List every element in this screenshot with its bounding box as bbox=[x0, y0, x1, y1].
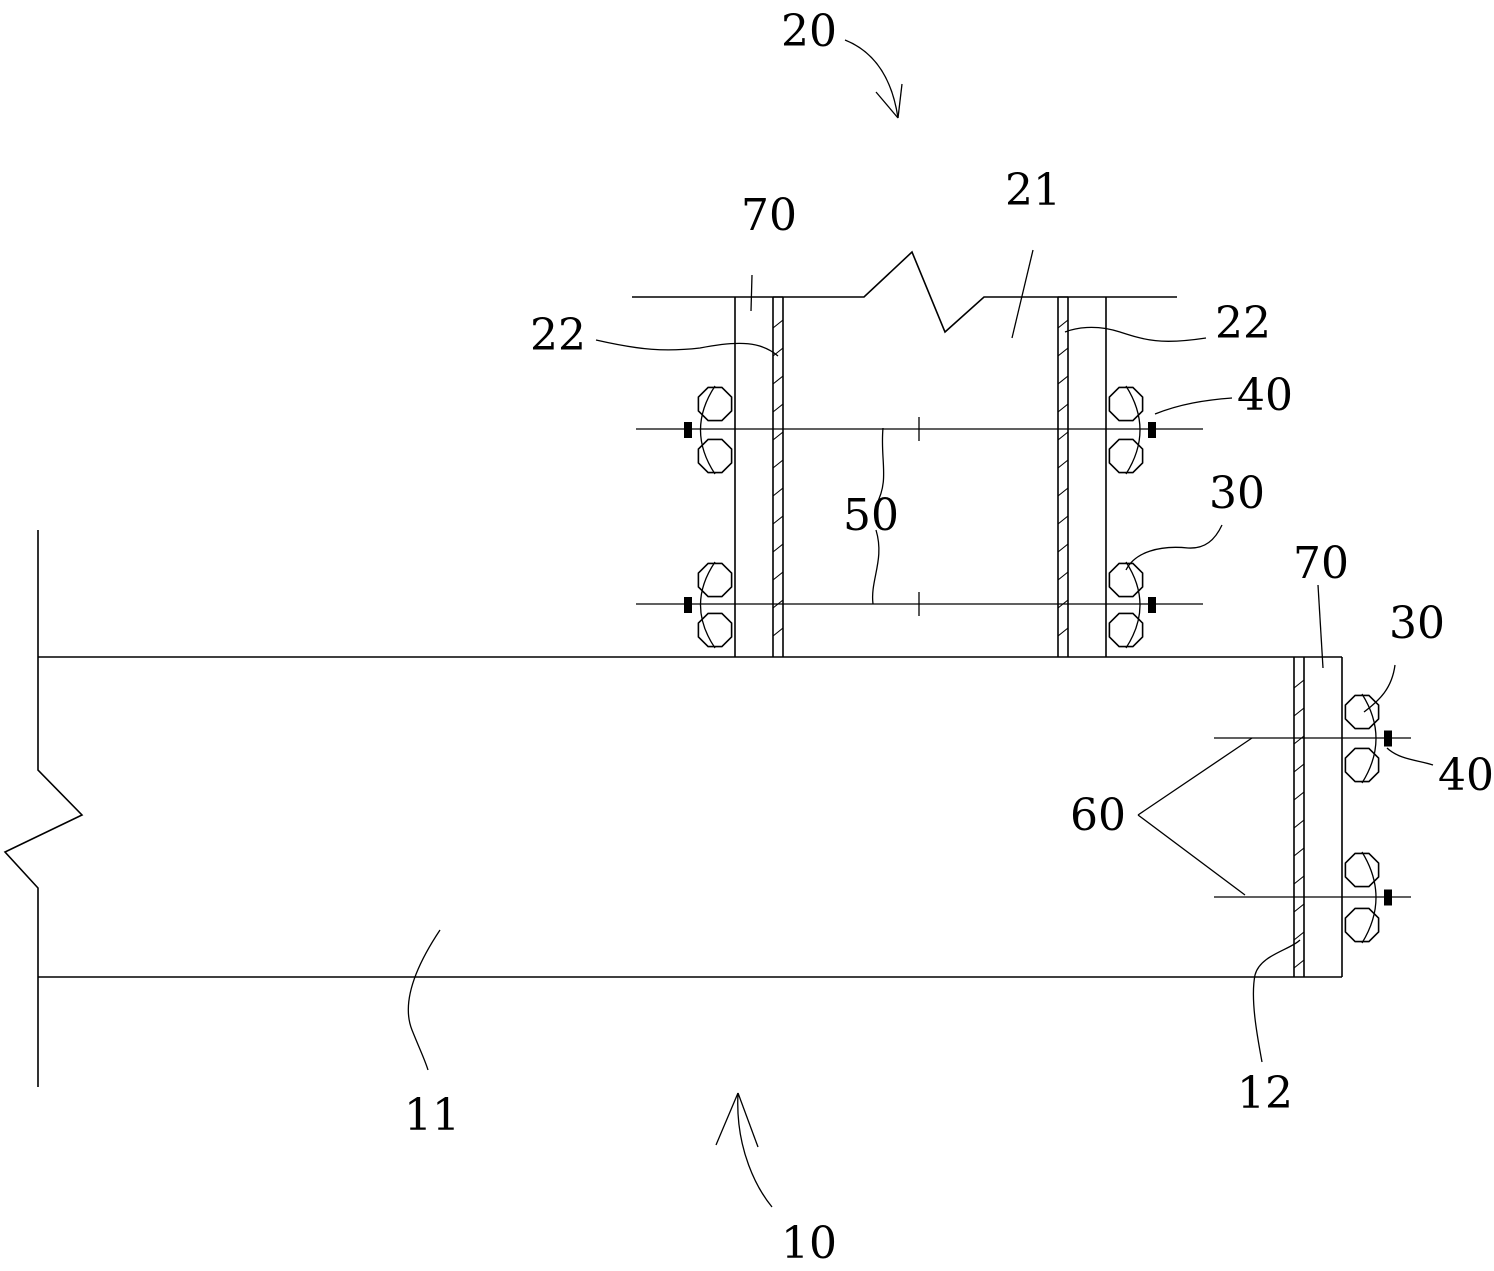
bracket-plate-icon bbox=[1384, 730, 1392, 747]
ref-numeral-70-right: 70 bbox=[1293, 538, 1349, 589]
hatch-upper-right bbox=[1057, 319, 1069, 637]
ref-numeral-12: 12 bbox=[1237, 1068, 1293, 1119]
nut-icon bbox=[1108, 612, 1144, 648]
ref-numeral-50: 50 bbox=[843, 490, 899, 541]
fasteners bbox=[684, 385, 1392, 944]
upper-member bbox=[632, 250, 1177, 657]
fastener-upper-right-2 bbox=[1108, 561, 1156, 649]
fastener-upper-left-1 bbox=[684, 385, 733, 475]
hatch-upper-left bbox=[772, 319, 784, 637]
ref-numeral-40-top: 40 bbox=[1237, 370, 1293, 421]
fastener-end-1 bbox=[1344, 693, 1392, 784]
ref-numeral-11: 11 bbox=[404, 1090, 460, 1141]
bracket-plate-icon bbox=[684, 422, 692, 438]
fastener-end-2 bbox=[1344, 851, 1392, 944]
nut-icon bbox=[697, 612, 733, 648]
leader-lines bbox=[407, 39, 1434, 1208]
bracket-plate-icon bbox=[684, 597, 692, 613]
nut-icon bbox=[697, 562, 733, 598]
ref-numeral-30-top: 30 bbox=[1209, 468, 1265, 519]
ref-numeral-40-right: 40 bbox=[1438, 750, 1494, 801]
fastener-upper-right-1 bbox=[1108, 385, 1156, 475]
end-plate-group bbox=[1293, 657, 1343, 977]
ref-numeral-21: 21 bbox=[1005, 165, 1061, 216]
nut-icon bbox=[1108, 562, 1144, 598]
nut-icon bbox=[1344, 694, 1380, 730]
nut-icon bbox=[1108, 438, 1144, 474]
ref-numeral-70-top: 70 bbox=[741, 190, 797, 241]
bracket-plate-icon bbox=[1148, 597, 1156, 613]
ref-numeral-10: 10 bbox=[781, 1218, 837, 1269]
nut-icon bbox=[697, 386, 733, 422]
bracket-plate-icon bbox=[1384, 889, 1392, 906]
tie-rods bbox=[636, 417, 1411, 898]
fastener-upper-left-2 bbox=[684, 561, 733, 649]
lower-member bbox=[3, 530, 1342, 1087]
ref-numeral-20: 20 bbox=[781, 6, 837, 57]
nut-icon bbox=[697, 438, 733, 474]
ref-numeral-22-right: 22 bbox=[1215, 298, 1271, 349]
ref-numeral-30-right: 30 bbox=[1389, 598, 1445, 649]
hatch-end-plate bbox=[1293, 679, 1305, 969]
ref-numeral-22-left: 22 bbox=[530, 310, 586, 361]
reference-numerals: 20 70 21 22 22 40 50 30 70 30 40 60 11 1… bbox=[404, 6, 1494, 1269]
nut-icon bbox=[1344, 852, 1380, 888]
nut-icon bbox=[1344, 907, 1380, 943]
ref-numeral-60: 60 bbox=[1070, 790, 1126, 841]
bracket-plate-icon bbox=[1148, 422, 1156, 438]
nut-icon bbox=[1108, 386, 1144, 422]
nut-icon bbox=[1344, 747, 1380, 783]
